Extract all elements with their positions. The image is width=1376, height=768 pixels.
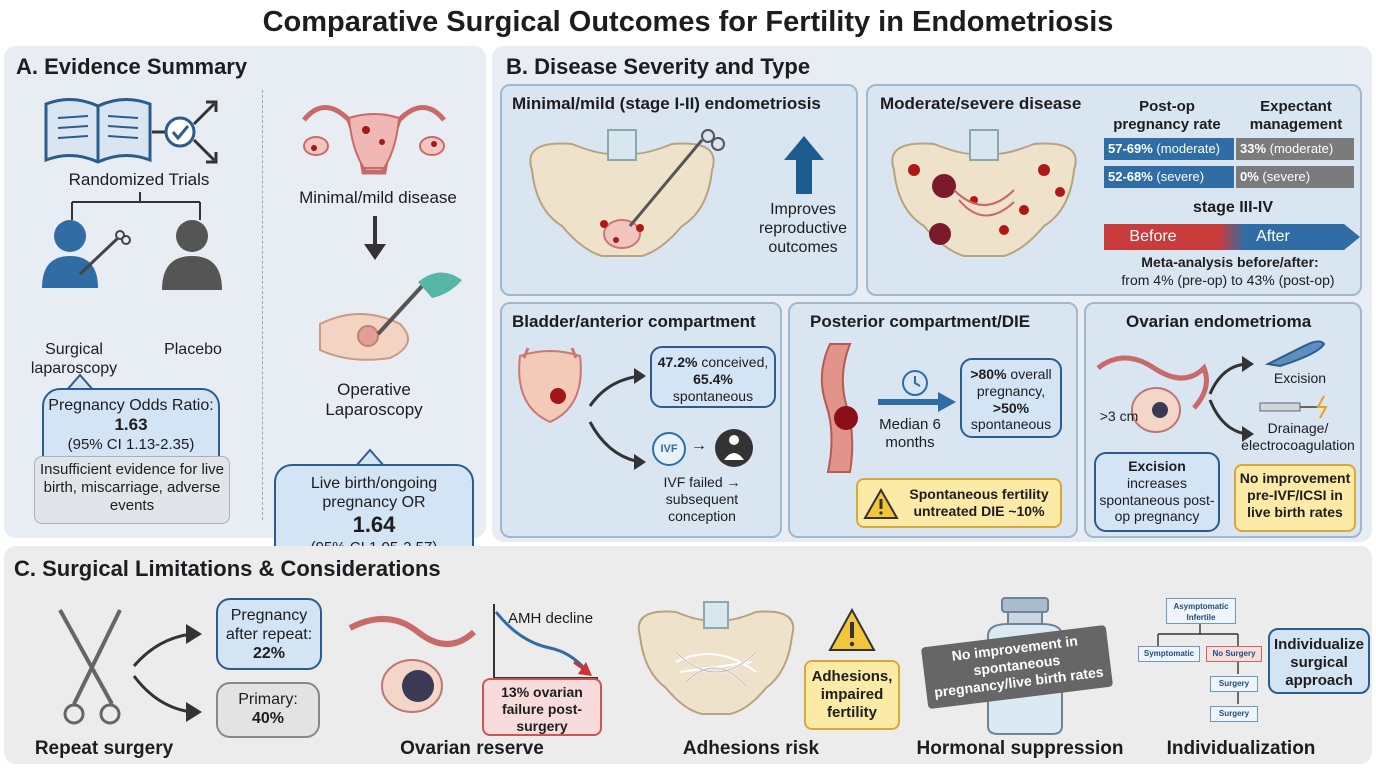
adhesion-warning-icon bbox=[828, 607, 876, 651]
stage-label: stage III-IV bbox=[1192, 199, 1274, 216]
col-expectant-header: Expectant management bbox=[1249, 98, 1343, 133]
severe-card-title: Moderate/severe disease bbox=[880, 94, 1082, 113]
meta-analysis-text: from 4% (pre-op) to 43% (post-op) bbox=[1121, 272, 1335, 288]
pelvis-severe-icon bbox=[891, 129, 1077, 257]
panel-surgical-limitations: C. Surgical Limitations & Considerations… bbox=[4, 546, 1372, 764]
ivf-icon: IVF bbox=[652, 432, 686, 466]
placebo-person-icon bbox=[162, 220, 222, 290]
pelvis-adhesions-icon bbox=[637, 601, 795, 715]
conceived-bubble: 47.2% conceived, 65.4% spontaneous bbox=[650, 346, 776, 408]
uterus-icon bbox=[302, 105, 446, 175]
hormonal-suppression-label: Hormonal suppression bbox=[916, 738, 1124, 759]
surgical-laparoscopy-label: Surgical laparoscopy bbox=[30, 341, 118, 378]
insufficient-evidence-box: Insufficient evidence for live birth, mi… bbox=[34, 456, 230, 524]
ivf-arrow-glyph: → bbox=[691, 437, 707, 454]
electrocoagulation-icon bbox=[1259, 395, 1328, 419]
adhesions-risk-label: Adhesions risk bbox=[682, 738, 820, 759]
parent-baby-icon bbox=[715, 429, 753, 467]
hormonal-banner: No improvement in spontaneous pregnancy/… bbox=[920, 624, 1114, 710]
panel-a-divider bbox=[262, 90, 263, 520]
cyst-size-label: >3 cm bbox=[1099, 408, 1139, 424]
ovarian-card-title: Ovarian endometrioma bbox=[1126, 312, 1312, 331]
flow-asymptomatic-node: Asymptomatic Infertile bbox=[1166, 598, 1236, 624]
lb-value: 1.64 bbox=[352, 512, 396, 538]
overall-pregnancy-bubble: >80% overall pregnancy, >50% spontaneous bbox=[960, 358, 1062, 438]
bladder-card-title: Bladder/anterior compartment bbox=[512, 312, 756, 331]
trial-branch-connector bbox=[71, 192, 201, 220]
table-row-1-expectant: 33% (moderate) bbox=[1236, 138, 1354, 160]
table-row-1-post-op: 57-69% (moderate) bbox=[1104, 138, 1234, 160]
panel-c-title: C. Surgical Limitations & Considerations bbox=[14, 556, 441, 581]
ivf-failed-text: IVF failed → subsequent conception bbox=[663, 474, 741, 524]
minimal-mild-label: Minimal/mild disease bbox=[299, 188, 457, 207]
clock-icon bbox=[902, 370, 928, 396]
pelvis-laparoscope-icon bbox=[529, 129, 725, 257]
bladder-card: Bladder/anterior compartment 47.2% conce… bbox=[500, 302, 782, 538]
before-after-arrow bbox=[1104, 224, 1360, 250]
bladder-branch-arrows bbox=[588, 368, 646, 470]
scalpel-icon bbox=[1264, 340, 1326, 368]
surgical-scissors-icon bbox=[58, 609, 122, 725]
ovary-cyst-icon bbox=[1096, 355, 1209, 433]
ovarian-branch-arrows bbox=[1208, 356, 1254, 442]
panel-b-title: B. Disease Severity and Type bbox=[506, 54, 811, 79]
flowchart-connectors bbox=[1157, 624, 1239, 704]
mild-card-title: Minimal/mild (stage I-II) endometriosis bbox=[512, 94, 821, 113]
individualize-box: Individualize surgical approach bbox=[1268, 628, 1370, 694]
posterior-card-title: Posterior compartment/DIE bbox=[810, 312, 1031, 331]
flow-no-surgery-node: No Surgery bbox=[1206, 646, 1262, 662]
die-warning-text: Spontaneous fertility untreated DIE ~10% bbox=[909, 486, 1049, 519]
bladder-icon bbox=[518, 347, 582, 424]
posterior-card: Posterior compartment/DIE Median 6 month… bbox=[788, 302, 1078, 538]
before-label: Before bbox=[1129, 228, 1177, 245]
panel-disease-severity: B. Disease Severity and Type Minimal/mil… bbox=[492, 46, 1372, 542]
or-text: Pregnancy Odds Ratio: bbox=[48, 397, 214, 414]
after-label: After bbox=[1256, 228, 1290, 245]
improves-outcomes-text: Improves reproductive outcomes bbox=[758, 201, 848, 257]
flow-surgery-node-1: Surgery bbox=[1210, 676, 1258, 692]
table-row-2-post-op: 52-68% (severe) bbox=[1104, 166, 1234, 188]
operative-laparoscopy-label: Operative Laparoscopy bbox=[325, 380, 423, 420]
primary-bubble: Primary: 40% bbox=[216, 682, 320, 738]
operative-laparoscopy-icon bbox=[319, 272, 462, 361]
die-warning-box: Spontaneous fertility untreated DIE ~10% bbox=[856, 478, 1062, 528]
excision-benefit-bubble: Excision increases spontaneous post-op p… bbox=[1094, 452, 1220, 532]
after-repeat-bubble: Pregnancy after repeat: 22% bbox=[216, 598, 322, 670]
ovarian-reserve-label: Ovarian reserve bbox=[400, 738, 544, 759]
repeat-surgery-label: Repeat surgery bbox=[34, 738, 174, 759]
median-text: Median 6 months bbox=[879, 416, 941, 451]
randomized-trials-label: Randomized Trials bbox=[68, 170, 210, 189]
ovarian-card: Ovarian endometrioma >3 cm Excision Drai… bbox=[1084, 302, 1362, 538]
adhesions-box: Adhesions, impaired fertility bbox=[804, 660, 900, 730]
colon-icon bbox=[820, 343, 858, 473]
warning-icon bbox=[863, 487, 899, 519]
panel-evidence-summary: A. Evidence Summary Randomized Trials Su… bbox=[4, 46, 486, 568]
mild-disease-card: Minimal/mild (stage I-II) endometriosis … bbox=[500, 84, 858, 296]
excision-label: Excision bbox=[1273, 370, 1327, 386]
meta-analysis-title: Meta-analysis before/after: bbox=[1141, 254, 1319, 270]
down-arrow-icon bbox=[364, 216, 386, 260]
severe-disease-card: Moderate/severe disease Post-op pregnanc… bbox=[866, 84, 1362, 296]
ovarian-failure-box: 13% ovarian failure post-surgery bbox=[482, 678, 602, 736]
page-title: Comparative Surgical Outcomes for Fertil… bbox=[262, 6, 1114, 38]
placebo-label: Placebo bbox=[164, 341, 222, 358]
ovary-icon bbox=[348, 615, 477, 713]
or-ci: (95% CI 1.13-2.35) bbox=[67, 435, 195, 453]
table-row-2-expectant: 0% (severe) bbox=[1236, 166, 1354, 188]
individualization-label: Individualization bbox=[1166, 738, 1316, 759]
drainage-label: Drainage/ electrocoagulation bbox=[1241, 420, 1355, 453]
median-arrow bbox=[878, 392, 956, 412]
lb-text: Live birth/ongoing pregnancy OR bbox=[310, 475, 438, 512]
repeat-branch-arrows bbox=[132, 624, 202, 722]
surgeon-icon bbox=[42, 220, 131, 288]
panel-a-title: A. Evidence Summary bbox=[16, 54, 248, 79]
amh-decline-label: AMH decline bbox=[508, 610, 594, 627]
or-value: 1.63 bbox=[114, 415, 148, 435]
no-improvement-box: No improvement pre-IVF/ICSI in live birt… bbox=[1234, 464, 1356, 532]
flow-surgery-node-2: Surgery bbox=[1210, 706, 1258, 722]
col-post-op-header: Post-op pregnancy rate bbox=[1113, 98, 1221, 133]
book-trials-icon bbox=[44, 98, 218, 164]
up-arrow-icon bbox=[784, 136, 824, 194]
flow-symptomatic-node: Symptomatic bbox=[1138, 646, 1200, 662]
